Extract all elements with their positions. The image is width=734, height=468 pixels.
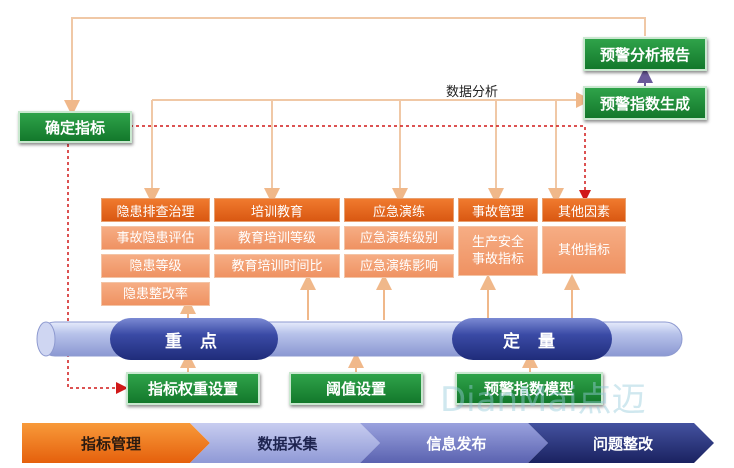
category-item: 教育培训等级 xyxy=(214,226,340,250)
threshold-setting-box: 阈值设置 xyxy=(289,372,423,405)
category-head-accident: 事故管理 xyxy=(458,198,538,222)
process-step-info-release: 信息发布 xyxy=(426,434,487,453)
process-step-indicator-mgmt: 指标管理 xyxy=(80,434,141,453)
category-item: 隐患等级 xyxy=(101,254,210,278)
category-item: 隐患整改率 xyxy=(101,282,210,306)
confirm-indicator-box: 确定指标 xyxy=(18,111,132,143)
category-head-drill: 应急演练 xyxy=(344,198,454,222)
warning-index-model-box: 预警指数模型 xyxy=(455,372,603,405)
category-head-hazard: 隐患排查治理 xyxy=(101,198,210,222)
category-item: 应急演练影响 xyxy=(344,254,454,278)
process-step-data-collection: 数据采集 xyxy=(257,434,318,453)
pipe-label-focus: 重 点 xyxy=(165,331,223,352)
category-item: 事故隐患评估 xyxy=(101,226,210,250)
data-analysis-label: 数据分析 xyxy=(446,85,499,100)
watermark-logo: DianMai点迈 xyxy=(440,380,646,420)
category-item: 应急演练级别 xyxy=(344,226,454,250)
category-item: 生产安全 事故指标 xyxy=(458,226,538,276)
category-item: 其他指标 xyxy=(542,226,626,274)
process-step-rectification: 问题整改 xyxy=(592,434,653,453)
weight-setting-box: 指标权重设置 xyxy=(126,372,260,405)
pipe-label-quantitative: 定 量 xyxy=(503,331,561,352)
category-head-training: 培训教育 xyxy=(214,198,340,222)
category-item: 教育培训时间比 xyxy=(214,254,340,278)
warning-report-box: 预警分析报告 xyxy=(583,37,707,71)
warning-index-gen-box: 预警指数生成 xyxy=(583,86,707,120)
category-head-other: 其他因素 xyxy=(542,198,626,222)
